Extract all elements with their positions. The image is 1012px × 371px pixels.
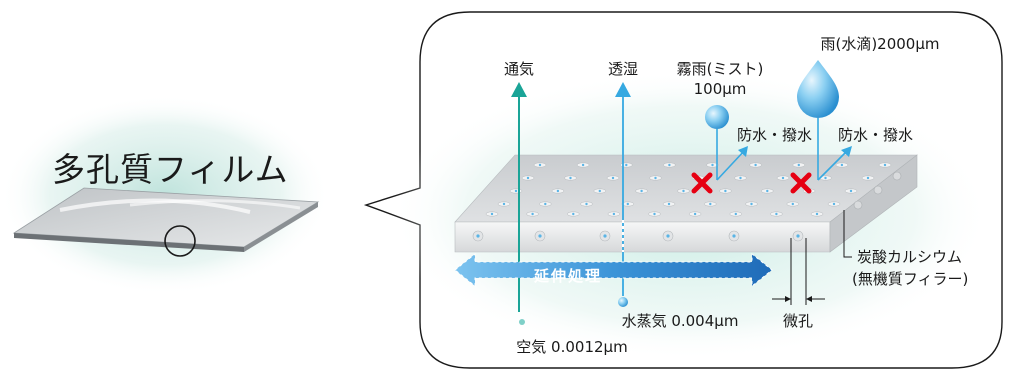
pore-dot: [693, 212, 697, 216]
label-stretch-process: 延伸処理: [533, 267, 603, 285]
filler-core: [538, 234, 542, 238]
filler-core: [603, 234, 607, 238]
pore-dot: [866, 176, 870, 180]
side-filler-particle: [892, 171, 902, 181]
label-water-vapor: 水蒸気 0.004μm: [621, 312, 739, 330]
filler-core: [476, 234, 480, 238]
pore-dot: [531, 212, 534, 216]
pore-dot: [626, 202, 629, 206]
deflection-arrow-1: [716, 146, 748, 181]
label-inorganic-filler: (無機質フィラー): [852, 270, 969, 288]
filler-core: [796, 234, 800, 238]
block-marker-2: [790, 172, 812, 194]
pore-dot: [781, 176, 785, 180]
label-rain: 雨(水滴)2000μm: [820, 35, 940, 53]
water-vapor-molecule: [618, 297, 628, 307]
pore-dot: [766, 189, 769, 193]
pore-dot: [667, 202, 671, 206]
pore-dot: [556, 189, 560, 193]
pore-dot: [502, 202, 506, 206]
zoom-circle: [164, 225, 196, 257]
pore-dot: [625, 163, 628, 167]
pore-dot: [709, 202, 712, 206]
pore-dot: [569, 176, 572, 180]
pore-dot: [711, 163, 714, 167]
block-marker-1: [691, 172, 713, 194]
pore-dot: [832, 202, 836, 206]
label-micropore: 微孔: [782, 312, 814, 330]
pore-dot: [526, 176, 530, 180]
stretch-arrow: [454, 252, 773, 288]
pore-dot: [490, 212, 494, 216]
side-filler-particle: [873, 185, 883, 195]
pore-dot: [611, 176, 615, 180]
pore-dot: [668, 163, 671, 167]
pore-dot: [514, 189, 518, 193]
pore-dot: [654, 176, 657, 180]
air-molecule: [519, 319, 525, 325]
pore-dot: [849, 189, 853, 193]
side-filler-particle: [853, 200, 863, 210]
label-air: 空気 0.0012μm: [516, 338, 628, 356]
pore-dot: [612, 212, 616, 216]
magnified-film-block: [454, 154, 918, 253]
pore-dot: [815, 212, 819, 216]
filler-core: [732, 234, 736, 238]
pore-dot: [585, 202, 588, 206]
pore-dot: [734, 212, 737, 216]
filler-leader-line: [843, 210, 852, 258]
pore-dot: [840, 163, 844, 167]
pore-dot: [824, 176, 827, 180]
pore-dot: [581, 163, 585, 167]
filler-particles: [472, 171, 902, 242]
label-waterproof-1: 防水・撥水: [737, 126, 813, 144]
pore-dot: [883, 163, 887, 167]
pore-dot: [754, 163, 757, 167]
label-waterproof-2: 防水・撥水: [838, 126, 914, 144]
label-mist-size: 100μm: [693, 80, 747, 98]
pore-dot: [640, 189, 643, 193]
pore-dot: [775, 212, 778, 216]
label-ventilation: 通気: [503, 60, 535, 78]
label-mist: 霧雨(ミスト): [676, 60, 764, 78]
pore-dot: [598, 189, 601, 193]
pore-dot: [739, 176, 742, 180]
label-moisture-permeation: 透湿: [607, 60, 639, 78]
pore-dot: [653, 212, 656, 216]
film-title: 多孔質フィルム: [52, 150, 289, 189]
micropore-dimension: [772, 238, 825, 305]
porous-film-sample: [12, 187, 320, 252]
pore-dot: [682, 189, 685, 193]
pore-dot: [724, 189, 727, 193]
label-calcium-carbonate: 炭酸カルシウム: [857, 248, 963, 266]
pore-dot: [791, 202, 794, 206]
pore-dot: [797, 163, 800, 167]
filler-core: [666, 234, 670, 238]
pore-dot: [750, 202, 753, 206]
mist-droplet: [705, 105, 729, 129]
pore-dot: [538, 163, 542, 167]
rain-droplet: [797, 60, 839, 118]
pore-dot: [544, 202, 547, 206]
deflection-arrow-2: [817, 146, 852, 181]
pore-dot: [572, 212, 575, 216]
